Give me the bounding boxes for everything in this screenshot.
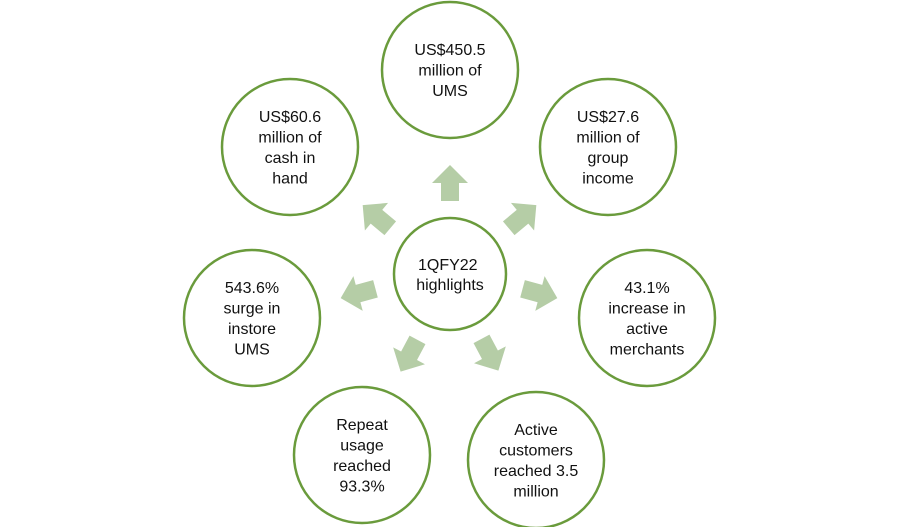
- node-label-line: hand: [272, 170, 308, 187]
- node-circle-repeat-usage: [292, 385, 432, 525]
- center-node-circle: [392, 216, 508, 332]
- arrows-layer: [340, 165, 558, 372]
- node-label-line: million of: [258, 129, 322, 146]
- node-label-cash-in-hand: US$60.6 million of cash in hand: [258, 109, 322, 188]
- node-label-line: cash in: [265, 150, 316, 167]
- node-label-line: US$450.5: [414, 42, 485, 59]
- node-circle-active-merchants: [577, 248, 717, 388]
- node-label-line: instore: [228, 321, 276, 338]
- node-group-income: US$27.6 million of group income: [538, 77, 678, 217]
- arrow-to-instore-ums: [340, 276, 378, 311]
- node-label-line: increase in: [608, 300, 685, 317]
- node-label-line: US$60.6: [259, 109, 321, 126]
- node-label-repeat-usage: Repeat usage reached 93.3%: [333, 417, 391, 496]
- node-active-customers: Active customers reached 3.5 million: [466, 390, 606, 527]
- arrow-to-cash-in-hand: [362, 202, 397, 236]
- node-label-line: 543.6%: [225, 280, 279, 297]
- node-label-line: Active: [514, 422, 558, 439]
- arrow-to-active-merchants: [520, 276, 558, 311]
- node-label-line: 43.1%: [624, 280, 669, 297]
- node-label-line: Repeat: [336, 417, 388, 434]
- node-label-line: surge in: [224, 300, 281, 317]
- arrow-to-active-customers: [473, 334, 506, 371]
- center-node-line: highlights: [416, 277, 484, 294]
- arrow-to-ums: [432, 165, 468, 201]
- node-label-line: group: [588, 150, 629, 167]
- center-node-line: 1QFY22: [418, 257, 478, 274]
- node-label-line: US$27.6: [577, 109, 639, 126]
- node-label-line: merchants: [610, 341, 685, 358]
- node-label-line: UMS: [432, 83, 468, 100]
- node-label-line: customers: [499, 442, 573, 459]
- node-ums: US$450.5 million of UMS: [380, 0, 520, 140]
- node-label-line: reached 3.5: [494, 463, 579, 480]
- arrow-to-repeat-usage: [393, 335, 426, 372]
- node-label-line: usage: [340, 437, 384, 454]
- node-label-line: reached: [333, 458, 391, 475]
- node-label-line: active: [626, 321, 668, 338]
- node-circle-instore-ums: [182, 248, 322, 388]
- node-label-line: UMS: [234, 341, 270, 358]
- node-circle-cash-in-hand: [220, 77, 360, 217]
- arrow-to-group-income: [502, 202, 537, 236]
- node-label-line: 93.3%: [339, 478, 384, 495]
- node-label-active-merchants: 43.1% increase in active merchants: [608, 280, 685, 359]
- node-repeat-usage: Repeat usage reached 93.3%: [292, 385, 432, 525]
- node-label-group-income: US$27.6 million of group income: [576, 109, 640, 188]
- node-label-ums: US$450.5 million of UMS: [414, 42, 485, 100]
- node-label-line: income: [582, 170, 634, 187]
- node-label-line: million of: [418, 63, 482, 80]
- node-label-line: million of: [576, 129, 640, 146]
- node-cash-in-hand: US$60.6 million of cash in hand: [220, 77, 360, 217]
- center-node: 1QFY22 highlights: [392, 216, 508, 332]
- outer-nodes-layer: US$450.5 million of UMS US$27.6 million of gr…: [182, 0, 717, 527]
- node-circle-active-customers: [466, 390, 606, 527]
- node-label-active-customers: Active customers reached 3.5 million: [494, 422, 579, 501]
- node-circle-ums: [380, 0, 520, 140]
- node-active-merchants: 43.1% increase in active merchants: [577, 248, 717, 388]
- node-circle-group-income: [538, 77, 678, 217]
- center-node-label: 1QFY22 highlights: [416, 257, 484, 294]
- node-label-line: million: [513, 483, 558, 500]
